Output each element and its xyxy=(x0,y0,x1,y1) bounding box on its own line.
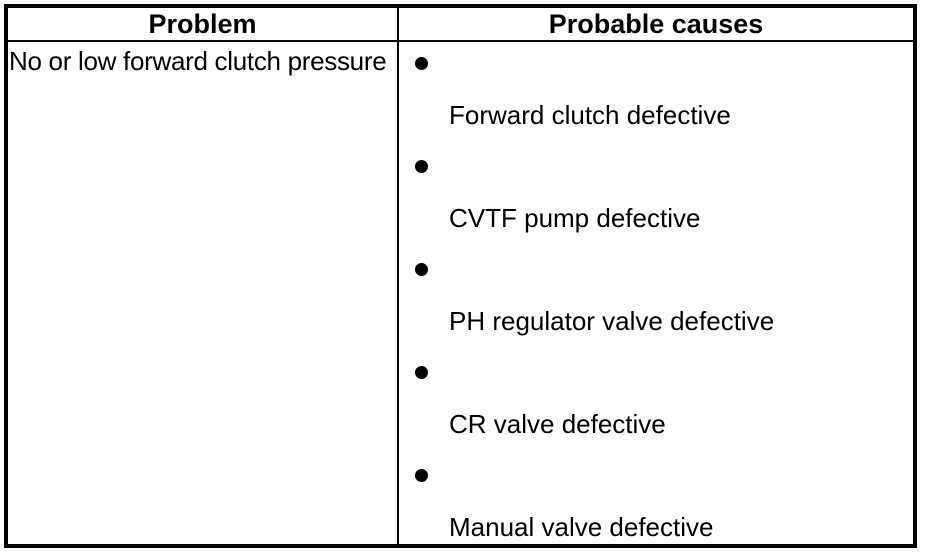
problem-cell: No or low forward clutch pressure xyxy=(8,42,399,544)
cause-text: CR valve defective xyxy=(449,409,666,439)
cause-text: CVTF pump defective xyxy=(449,203,701,233)
bullet-icon xyxy=(415,366,428,379)
troubleshooting-table: Problem Probable causes No or low forwar… xyxy=(4,4,917,548)
bullet-icon xyxy=(415,469,428,482)
bullet-icon xyxy=(415,160,428,173)
bullet-icon xyxy=(415,263,428,276)
table-header-row: Problem Probable causes xyxy=(8,8,913,42)
bullet-icon xyxy=(415,57,428,70)
table-row: No or low forward clutch pressure Forwar… xyxy=(8,42,913,544)
cause-text: Manual valve defective xyxy=(449,512,714,542)
problem-column-header: Problem xyxy=(8,8,399,40)
cause-text: Forward clutch defective xyxy=(449,100,731,130)
cause-text: PH regulator valve defective xyxy=(449,306,775,336)
probable-causes-column-header: Probable causes xyxy=(548,9,764,39)
